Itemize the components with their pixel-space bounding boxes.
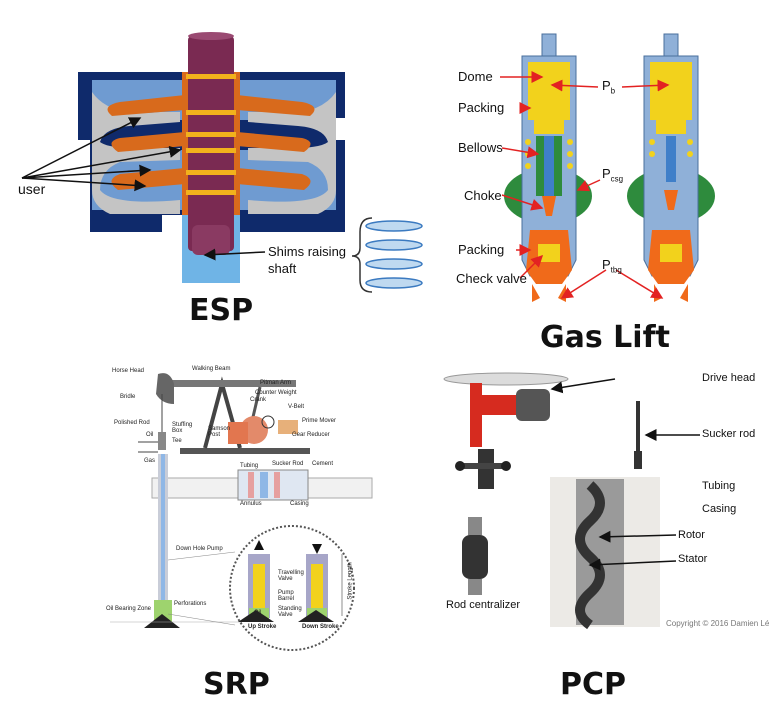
- gas-lift-diagram: [500, 33, 715, 302]
- srp-diagram: [110, 373, 373, 651]
- srp-gear-reducer: Gear Reducer: [292, 432, 330, 438]
- srp-title: SRP: [203, 667, 270, 702]
- shims-stack: [365, 220, 423, 289]
- srp-horse-head: Horse Head: [112, 368, 145, 374]
- srp-annulus: Annulus: [240, 501, 262, 507]
- srp-bridle: Bridle: [120, 394, 136, 400]
- srp-pump-barrel: Pump Barrel: [278, 590, 295, 602]
- gl-ptbg-sub: tbg: [610, 265, 622, 275]
- srp-prime-mover: Prime Mover: [302, 418, 337, 424]
- esp-diagram: [21, 32, 423, 293]
- gas-lift-panel: Dome Packing Bellows Choke Packing Check…: [430, 30, 772, 360]
- pcp-panel: Drive head Sucker rod Tubing Casing Roto…: [440, 365, 772, 665]
- srp-pitman-arm: Pitman Arm: [260, 380, 292, 386]
- gl-ptbg-p: P: [602, 257, 611, 272]
- srp-up-stroke: Up Stroke: [248, 624, 277, 630]
- pcp-rotor-label: Rotor: [678, 529, 705, 541]
- esp-panel: user Shims raising shaft ESP: [0, 0, 423, 340]
- srp-down-stroke: Down Stroke: [302, 624, 339, 630]
- srp-counter-weight: Counter Weight: [255, 390, 297, 396]
- srp-stroke-length: Stroke Length: [347, 562, 354, 600]
- gl-pb-label: Pb: [602, 78, 615, 96]
- srp-crank: Crank: [250, 397, 267, 403]
- srp-polished-rod: Polished Rod: [114, 420, 150, 426]
- srp-perforations: Perforations: [174, 601, 207, 607]
- srp-oil: Oil: [146, 432, 154, 438]
- srp-panel: Horse Head Walking Beam Pitman Arm Count…: [106, 360, 373, 660]
- gl-pcsg-label: Pcsg: [602, 166, 623, 184]
- srp-travelling-valve: Travelling Valve: [278, 570, 304, 582]
- gl-dome-label: Dome: [458, 69, 493, 84]
- gas-lift-valve-right: [643, 33, 699, 302]
- srp-tee: Tee: [172, 438, 182, 444]
- srp-stuffing-box: Stuffing Box: [172, 422, 193, 434]
- gl-packing-top-label: Packing: [458, 100, 505, 115]
- pcp-rod-centralizer-label: Rod centralizer: [446, 599, 520, 611]
- pcp-drive-head-label: Drive head: [702, 372, 756, 384]
- gas-lift-valve-left: [521, 33, 577, 302]
- esp-user-label: user: [18, 181, 46, 197]
- pcp-tubing-label: Tubing: [702, 480, 736, 492]
- pump-downstroke: [306, 544, 328, 620]
- esp-shims-line1: Shims raising: [268, 244, 347, 259]
- pcp-title: PCP: [560, 667, 626, 702]
- srp-walking-beam: Walking Beam: [192, 366, 231, 372]
- gl-packing-bottom-label: Packing: [458, 242, 505, 257]
- srp-standing-valve: Standing Valve: [278, 606, 302, 618]
- gl-pcsg-p: P: [602, 166, 611, 181]
- pcp-stator-label: Stator: [678, 553, 708, 565]
- gl-pb-sub: b: [610, 86, 616, 96]
- srp-down-hole-pump: Down Hole Pump: [176, 546, 223, 552]
- srp-oil-tag: Oil: [254, 610, 262, 616]
- gas-lift-title: Gas Lift: [540, 320, 670, 355]
- srp-cement: Cement: [312, 461, 334, 467]
- gl-pb-p: P: [602, 78, 611, 93]
- srp-gas: Gas: [144, 458, 156, 464]
- esp-shims-label: Shims raising shaft: [268, 243, 346, 277]
- gl-pcsg-sub: csg: [610, 174, 624, 184]
- gl-ptbg-label: Ptbg: [602, 257, 622, 275]
- srp-oil-bearing-zone: Oil Bearing Zone: [106, 606, 152, 612]
- pcp-copyright: Copyright © 2016 Damien Lé: [666, 619, 770, 628]
- pcp-sucker-rod-label: Sucker rod: [702, 428, 756, 440]
- esp-shims-line2: shaft: [268, 261, 297, 276]
- pcp-diagram: [443, 372, 700, 630]
- srp-sucker-rod: Sucker Rod: [272, 461, 304, 467]
- gl-check-valve-label: Check valve: [456, 271, 527, 286]
- esp-title: ESP: [189, 293, 254, 328]
- gl-choke-label: Choke: [464, 188, 502, 203]
- srp-v-belt: V-Belt: [288, 404, 305, 410]
- srp-casing: Casing: [290, 501, 309, 507]
- srp-tubing: Tubing: [240, 463, 259, 469]
- srp-samson-post: Samson Post: [208, 426, 231, 438]
- pcp-casing-label: Casing: [702, 503, 737, 515]
- gl-bellows-label: Bellows: [458, 140, 503, 155]
